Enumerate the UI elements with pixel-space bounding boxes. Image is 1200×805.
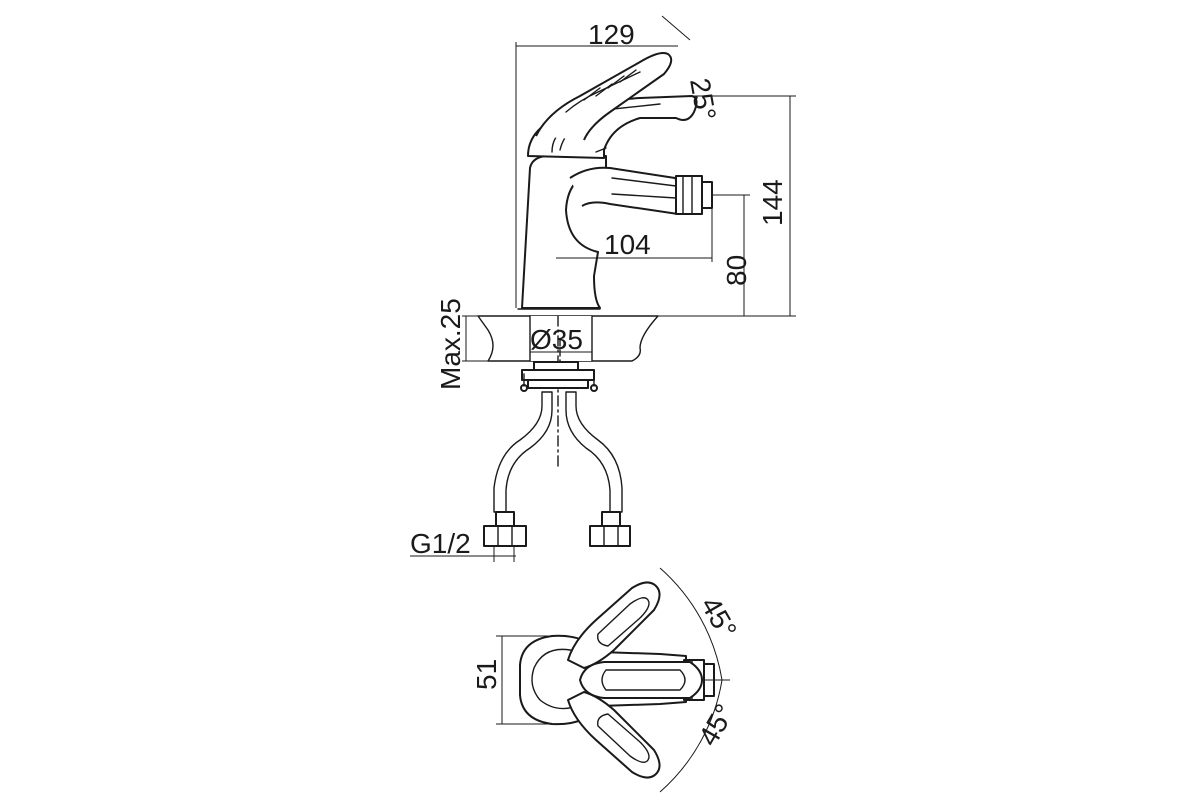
dim-height: 144 xyxy=(757,179,788,226)
dim-total-length: 129 xyxy=(588,19,635,50)
faucet-body xyxy=(517,155,713,310)
top-view xyxy=(496,567,730,793)
flexible-hose-left xyxy=(483,391,553,547)
dim-mount-hole: Ø35 xyxy=(530,324,583,355)
mounting-kit xyxy=(520,315,598,471)
dim-spout-reach: 104 xyxy=(604,229,651,260)
dim-thread: G1/2 xyxy=(410,528,471,559)
deck-section xyxy=(477,315,659,362)
lever-handle xyxy=(527,52,698,159)
dim-spout-height: 80 xyxy=(721,255,752,286)
dim-body-width: 51 xyxy=(471,659,502,690)
side-view xyxy=(410,15,796,562)
dim-handle-angle: 25° xyxy=(684,76,722,123)
dim-max-deck: Max.25 xyxy=(435,298,466,390)
flexible-hose-right xyxy=(565,391,631,547)
dimension-lines-side xyxy=(410,15,796,562)
dim-angle-upper: 45° xyxy=(695,592,743,644)
